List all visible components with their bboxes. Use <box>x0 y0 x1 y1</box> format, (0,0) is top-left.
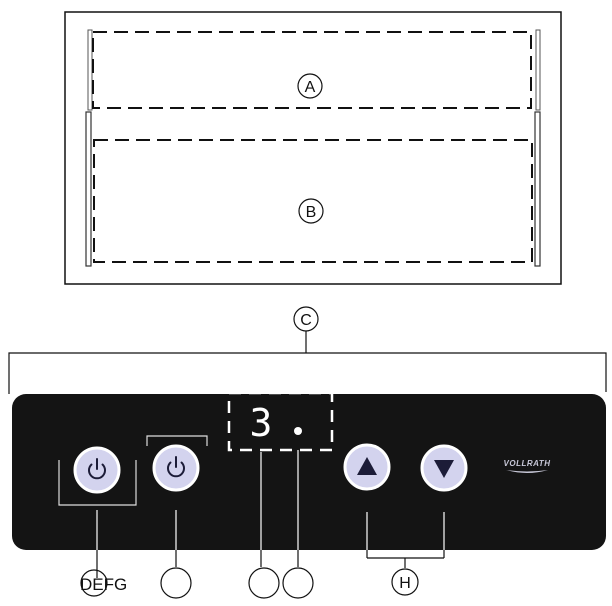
led-display: 3 <box>227 391 334 452</box>
display-digit: 3 <box>250 401 273 445</box>
zone-a-outline <box>92 31 532 109</box>
panel-bracket: C <box>8 306 607 394</box>
callout-b-label: B <box>306 204 317 221</box>
panel-body <box>12 394 606 550</box>
callout-b: B <box>298 198 324 224</box>
power-2-group-line <box>146 435 208 446</box>
brand-logo-text: VOLLRATH <box>504 459 551 468</box>
brand-logo: VOLLRATH <box>504 459 551 473</box>
callout-empty-2 <box>248 567 280 599</box>
right-rail-upper <box>535 29 541 111</box>
power-icon <box>167 456 185 478</box>
display-frame <box>227 391 334 452</box>
power-button-1[interactable] <box>73 446 121 494</box>
callout-h: H <box>391 568 419 596</box>
control-panel: 3 VOLLRATH <box>12 391 606 578</box>
display-dot <box>294 427 302 435</box>
up-button[interactable] <box>343 443 391 491</box>
callout-empty-3 <box>282 567 314 599</box>
tray-view: A B <box>64 11 562 285</box>
right-rail-lower <box>534 111 541 267</box>
callout-defg: DEFG <box>80 550 127 597</box>
brand-swoosh <box>506 470 548 473</box>
power-button-2[interactable] <box>152 444 200 492</box>
triangle-up-icon <box>357 457 377 475</box>
tray-outline <box>64 11 562 285</box>
power-1-group-line <box>58 460 137 506</box>
bottom-callouts: DEFG H <box>80 550 445 599</box>
left-rail-lower <box>85 111 92 267</box>
zone-b-outline <box>93 139 533 263</box>
callout-a-label: A <box>305 79 316 96</box>
down-button[interactable] <box>420 444 468 492</box>
callout-c: C <box>293 306 319 332</box>
callout-empty-1 <box>160 567 192 599</box>
power-icon <box>88 458 106 480</box>
callout-h-label: H <box>399 575 411 592</box>
callout-defg-label: DEFG <box>80 575 127 594</box>
callout-c-label: C <box>300 312 312 329</box>
callout-a: A <box>297 73 323 99</box>
triangle-down-icon <box>434 460 454 478</box>
